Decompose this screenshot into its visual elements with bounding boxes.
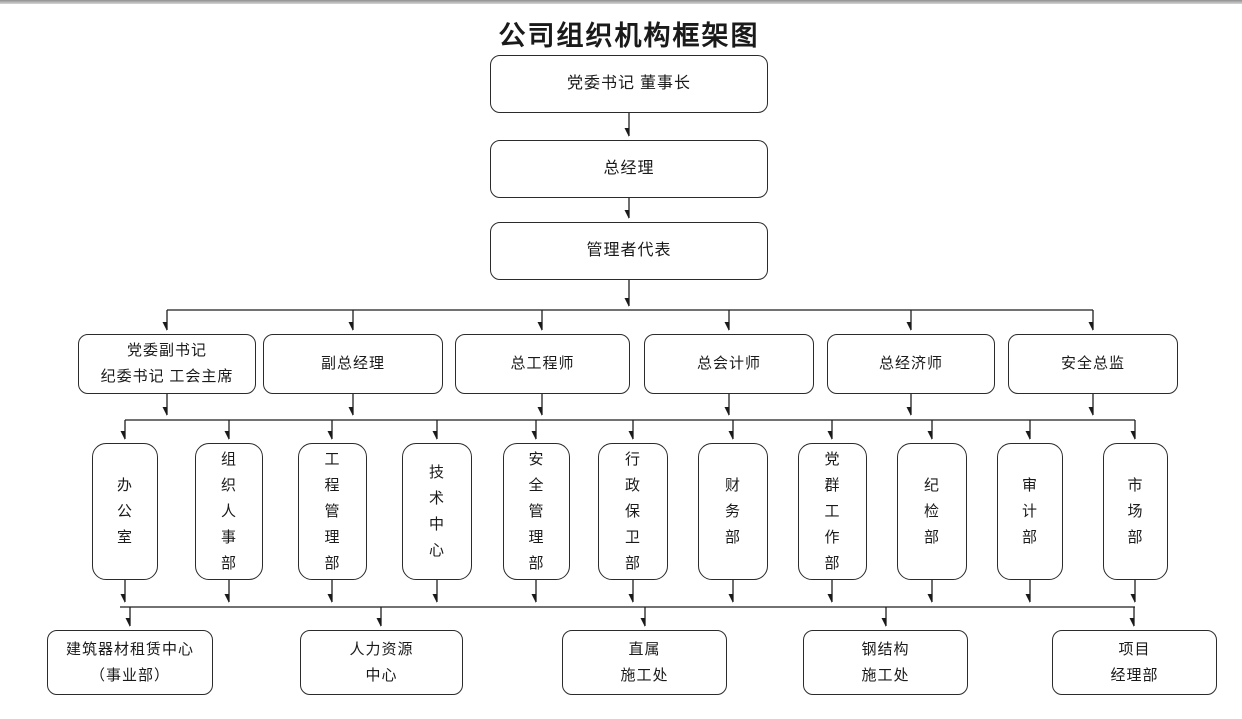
node-safety-director: 安全总监 bbox=[1008, 334, 1178, 394]
node-admin-security-dept: 行政保卫部 bbox=[598, 443, 668, 580]
node-label: 人力资源 中心 bbox=[349, 641, 414, 684]
node-label: 党委书记 董事长 bbox=[566, 75, 691, 92]
node-label: 市场部 bbox=[1127, 477, 1144, 546]
node-chief-accountant: 总会计师 bbox=[644, 334, 814, 394]
node-project-management-dept: 项目 经理部 bbox=[1052, 630, 1217, 695]
node-label: 总经理 bbox=[603, 160, 655, 177]
node-chief-economist: 总经济师 bbox=[827, 334, 995, 394]
node-label: 党委副书记 纪委书记 工会主席 bbox=[100, 343, 234, 385]
node-label: 总工程师 bbox=[510, 356, 575, 372]
node-general-manager: 总经理 bbox=[490, 140, 768, 198]
node-technology-center: 技术中心 bbox=[402, 443, 472, 580]
node-label: 总会计师 bbox=[696, 356, 761, 372]
node-safety-mgmt-dept: 安全管理部 bbox=[503, 443, 570, 580]
node-label: 管理者代表 bbox=[586, 242, 672, 259]
node-party-mass-work-dept: 党群工作部 bbox=[798, 443, 867, 580]
node-label: 财务部 bbox=[724, 477, 741, 546]
node-marketing-dept: 市场部 bbox=[1103, 443, 1168, 580]
node-label: 建筑器材租赁中心 （事业部） bbox=[65, 641, 194, 684]
node-label: 项目 经理部 bbox=[1110, 641, 1159, 684]
node-label: 审计部 bbox=[1021, 477, 1038, 546]
page-top-border bbox=[0, 0, 1242, 4]
node-discipline-inspection-dept: 纪检部 bbox=[897, 443, 967, 580]
node-party-secretary-chairman: 党委书记 董事长 bbox=[490, 55, 768, 113]
node-label: 组织人事部 bbox=[220, 451, 237, 572]
node-label: 行政保卫部 bbox=[624, 451, 641, 572]
node-label: 总经济师 bbox=[878, 356, 943, 372]
node-steel-structure-construction-div: 钢结构 施工处 bbox=[803, 630, 968, 695]
node-chief-engineer: 总工程师 bbox=[455, 334, 630, 394]
node-label: 直属 施工处 bbox=[620, 641, 669, 684]
node-deputy-party-secretary: 党委副书记 纪委书记 工会主席 bbox=[78, 334, 256, 394]
node-label: 安全管理部 bbox=[528, 451, 545, 572]
node-management-representative: 管理者代表 bbox=[490, 222, 768, 280]
page-title: 公司组织机构框架图 bbox=[498, 21, 760, 51]
node-label: 党群工作部 bbox=[824, 451, 841, 572]
node-equipment-rental-center: 建筑器材租赁中心 （事业部） bbox=[47, 630, 213, 695]
node-label: 办公室 bbox=[116, 477, 133, 546]
node-deputy-general-manager: 副总经理 bbox=[263, 334, 443, 394]
node-label: 纪检部 bbox=[923, 477, 940, 546]
node-finance-dept: 财务部 bbox=[698, 443, 768, 580]
node-label: 安全总监 bbox=[1060, 356, 1125, 372]
node-org-personnel-dept: 组织人事部 bbox=[195, 443, 263, 580]
node-label: 工程管理部 bbox=[324, 451, 341, 572]
node-audit-dept: 审计部 bbox=[997, 443, 1063, 580]
node-direct-construction-div: 直属 施工处 bbox=[562, 630, 727, 695]
node-engineering-mgmt-dept: 工程管理部 bbox=[298, 443, 367, 580]
node-label: 副总经理 bbox=[320, 356, 385, 372]
node-office: 办公室 bbox=[92, 443, 158, 580]
node-hr-center: 人力资源 中心 bbox=[300, 630, 463, 695]
node-label: 钢结构 施工处 bbox=[861, 641, 910, 684]
node-label: 技术中心 bbox=[428, 464, 445, 559]
